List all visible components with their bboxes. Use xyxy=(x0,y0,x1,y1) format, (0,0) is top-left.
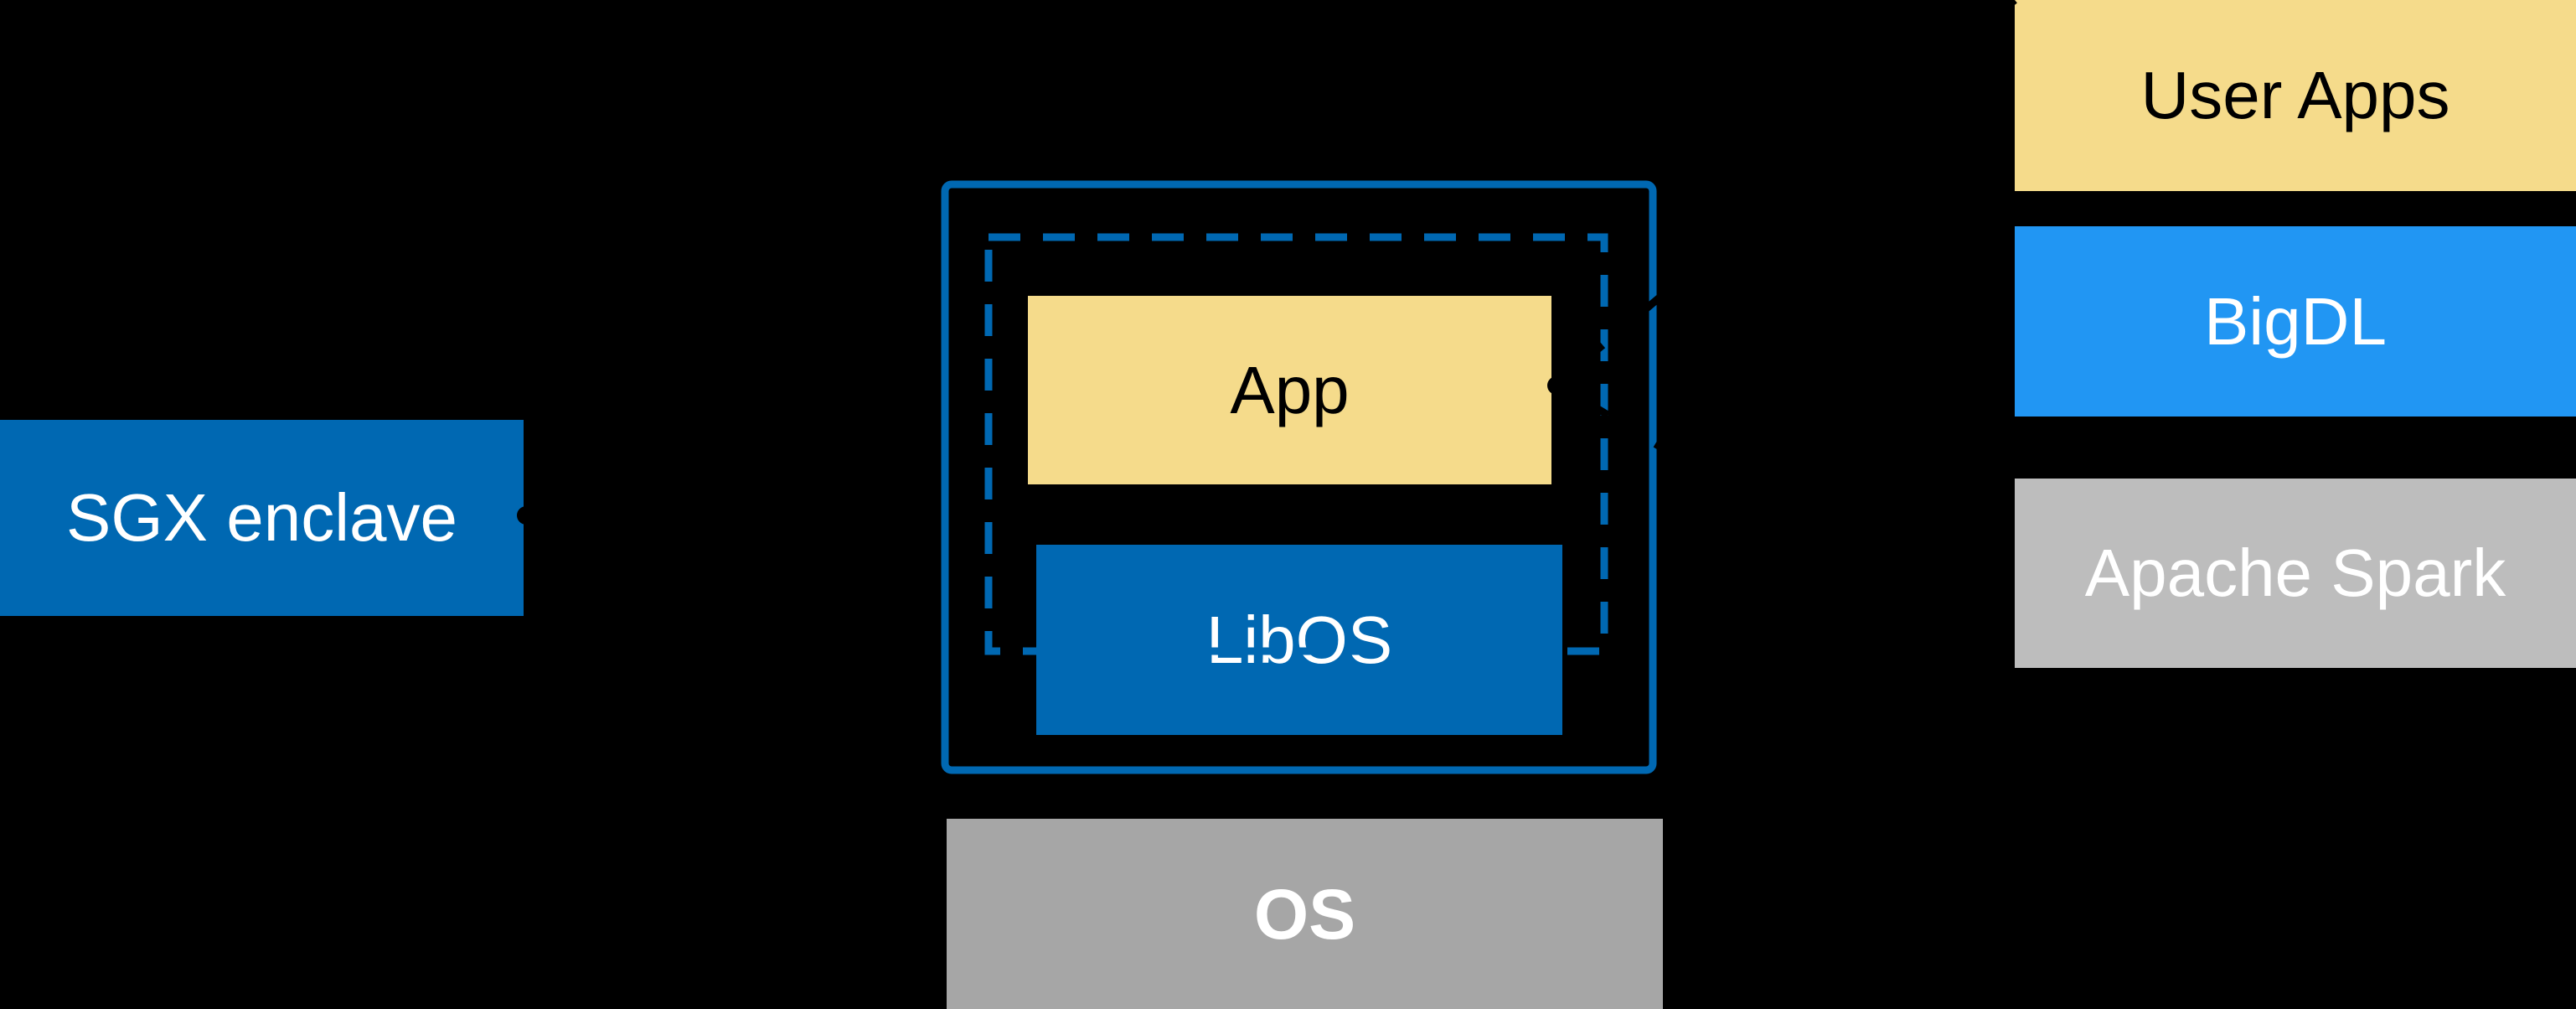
libos-label: LibOS xyxy=(1205,602,1393,677)
bigdl-box: BigDL xyxy=(2015,226,2576,417)
callout-line-upper xyxy=(1554,0,2017,387)
user-apps-label: User Apps xyxy=(2140,58,2450,132)
callout-line-lower xyxy=(1554,380,2017,665)
apache-spark-box: Apache Spark xyxy=(2015,479,2576,668)
sgx-enclave-label: SGX enclave xyxy=(66,480,457,555)
sgx-enclave-box: SGX enclave xyxy=(0,420,524,616)
bigdl-label: BigDL xyxy=(2204,283,2387,359)
user-apps-box: User Apps xyxy=(2015,0,2576,191)
os-box: OS xyxy=(947,819,1663,1009)
app-box: App xyxy=(1028,296,1551,484)
os-label: OS xyxy=(1253,874,1356,954)
libos-box: LibOS xyxy=(1036,545,1562,735)
app-label: App xyxy=(1230,352,1350,427)
apache-spark-label: Apache Spark xyxy=(2084,536,2506,610)
